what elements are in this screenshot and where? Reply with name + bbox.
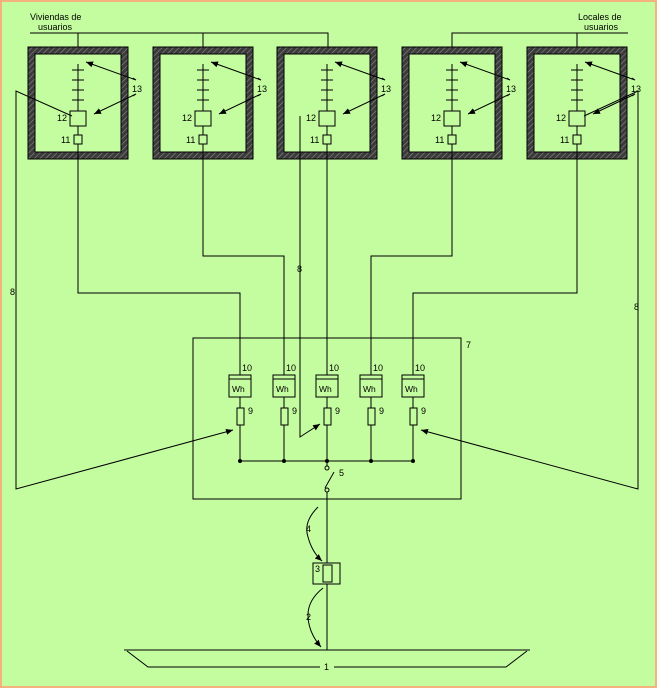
label-11: 11 bbox=[310, 135, 319, 145]
distribution-network-1 bbox=[124, 649, 530, 668]
label-11: 11 bbox=[61, 135, 70, 145]
house-1: 13 12 11 bbox=[27, 46, 142, 160]
label-9: 9 bbox=[292, 406, 297, 416]
meters-group: Wh 10 9 Wh 10 9 Wh 10 9 Wh 10 9 Wh 10 9 bbox=[228, 363, 426, 461]
meter-2: Wh 10 9 bbox=[272, 363, 297, 461]
junction-dot bbox=[282, 459, 286, 463]
top-bus-left bbox=[30, 32, 329, 47]
label-9: 9 bbox=[379, 406, 384, 416]
label-2: 2 bbox=[306, 612, 311, 622]
junction-dot bbox=[411, 459, 415, 463]
main-switch-5 bbox=[324, 461, 335, 563]
label-13: 13 bbox=[631, 84, 641, 94]
fuse-9 bbox=[236, 407, 245, 426]
label-8-right: 8 bbox=[634, 302, 639, 312]
meter-wh-label: Wh bbox=[276, 384, 289, 394]
right-title-line2: usuarios bbox=[584, 22, 619, 32]
left-title-line1: Viviendas de bbox=[30, 12, 81, 22]
label-13-arrows bbox=[210, 61, 262, 115]
label-12: 12 bbox=[556, 113, 566, 123]
fuse-9 bbox=[367, 407, 376, 426]
box-11 bbox=[322, 134, 332, 145]
feeder-lines bbox=[77, 147, 578, 375]
label-13: 13 bbox=[506, 84, 516, 94]
label-3: 3 bbox=[315, 564, 320, 574]
circuit-bus bbox=[446, 64, 458, 111]
label-13-arrows bbox=[334, 61, 386, 115]
right-title-line1: Locales de bbox=[578, 12, 622, 22]
circuit-bus bbox=[72, 64, 84, 111]
icp-box-12 bbox=[443, 110, 461, 127]
circuit-bus bbox=[321, 64, 333, 111]
label-9: 9 bbox=[421, 406, 426, 416]
label-9: 9 bbox=[248, 406, 253, 416]
derivation-4 bbox=[306, 506, 323, 562]
icp-box-12 bbox=[69, 110, 87, 127]
circuit-bus bbox=[197, 64, 209, 111]
meter-wh-label: Wh bbox=[405, 384, 418, 394]
top-bus-right bbox=[451, 32, 628, 47]
label-10: 10 bbox=[286, 363, 296, 373]
label-13: 13 bbox=[132, 84, 142, 94]
label-13-arrows bbox=[459, 61, 511, 115]
fuse-9 bbox=[409, 407, 418, 426]
meter-5: Wh 10 9 bbox=[401, 363, 426, 461]
label-13-arrows bbox=[85, 61, 137, 115]
label-8-left: 8 bbox=[10, 287, 15, 297]
box-11 bbox=[73, 134, 83, 145]
house-4: 13 12 11 bbox=[401, 46, 516, 160]
label-10: 10 bbox=[242, 363, 252, 373]
label-13-arrows bbox=[584, 61, 636, 115]
earth-conductors bbox=[15, 90, 639, 490]
icp-box-12 bbox=[568, 110, 586, 127]
label-8-center: 8 bbox=[297, 264, 302, 274]
label-11: 11 bbox=[560, 135, 569, 145]
label-13: 13 bbox=[381, 84, 391, 94]
house-2: 13 12 11 bbox=[152, 46, 267, 160]
meter-wh-label: Wh bbox=[363, 384, 376, 394]
fuse-9 bbox=[323, 407, 332, 426]
connection-2 bbox=[307, 587, 324, 648]
icp-box-12 bbox=[194, 110, 212, 127]
junction-dot bbox=[238, 459, 242, 463]
house-3: 13 12 11 bbox=[276, 46, 391, 160]
label-11: 11 bbox=[186, 135, 195, 145]
fuse-9 bbox=[280, 407, 289, 426]
label-5: 5 bbox=[339, 468, 344, 478]
label-10: 10 bbox=[373, 363, 383, 373]
houses-group: 13 12 11 13 12 11 13 12 11 13 12 11 13 12 11 bbox=[27, 46, 641, 160]
busbar-junctions bbox=[238, 459, 415, 463]
label-13: 13 bbox=[257, 84, 267, 94]
box-11 bbox=[572, 134, 582, 145]
meter-4: Wh 10 9 bbox=[359, 363, 384, 461]
label-12: 12 bbox=[57, 113, 67, 123]
label-11: 11 bbox=[435, 135, 444, 145]
label-12: 12 bbox=[182, 113, 192, 123]
meter-3: Wh 10 9 bbox=[315, 363, 340, 461]
label-12: 12 bbox=[431, 113, 441, 123]
house-5: 13 12 11 bbox=[526, 46, 641, 160]
junction-dot bbox=[369, 459, 373, 463]
label-10: 10 bbox=[415, 363, 425, 373]
box-11 bbox=[447, 134, 457, 145]
protection-box-3 bbox=[312, 562, 341, 650]
icp-box-12 bbox=[318, 110, 336, 127]
label-9: 9 bbox=[335, 406, 340, 416]
meter-wh-label: Wh bbox=[232, 384, 245, 394]
label-12: 12 bbox=[306, 113, 316, 123]
meter-wh-label: Wh bbox=[319, 384, 332, 394]
label-1: 1 bbox=[324, 662, 329, 672]
label-7: 7 bbox=[466, 340, 471, 350]
label-4: 4 bbox=[306, 524, 311, 534]
circuit-bus bbox=[571, 64, 583, 111]
meter-1: Wh 10 9 bbox=[228, 363, 253, 461]
left-title-line2: usuarios bbox=[38, 22, 73, 32]
label-10: 10 bbox=[329, 363, 339, 373]
box-11 bbox=[198, 134, 208, 145]
